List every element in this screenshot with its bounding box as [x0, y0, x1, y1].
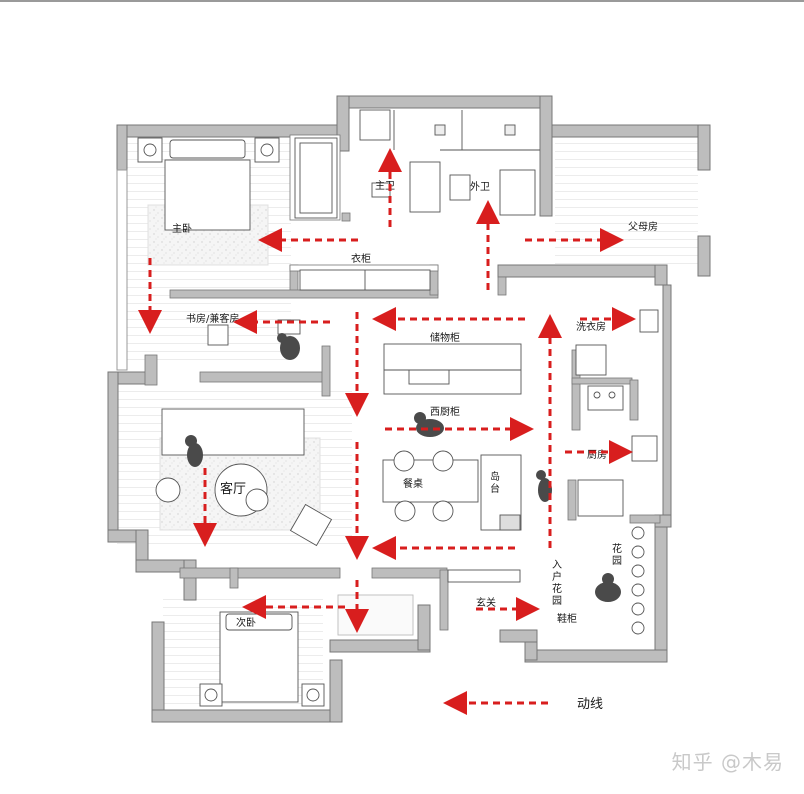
fixtures: [137, 109, 659, 707]
exterior-walls: [107, 95, 711, 723]
label-study: 书房/兼客房: [186, 312, 239, 325]
label-parents-room: 父母房: [628, 220, 658, 233]
label-master-bedroom: 主卧: [172, 222, 192, 235]
label-laundry: 洗衣房: [576, 320, 606, 333]
label-second-bedroom: 次卧: [236, 616, 256, 629]
label-guest-bath: 外卫: [470, 181, 490, 193]
label-shoe-cabinet: 鞋柜: [557, 612, 577, 625]
vertical-labels: 岛台 花园 入户花园: [490, 470, 622, 607]
label-wardrobe: 衣柜: [351, 252, 371, 265]
label-flower-garden: 花园: [612, 542, 622, 567]
watermark: 知乎 @木易: [671, 750, 784, 774]
label-living-room: 客厅: [220, 481, 246, 497]
label-western-kitchen: 西厨柜: [430, 405, 460, 418]
legend: 动线: [443, 691, 603, 715]
label-foyer: 玄关: [476, 596, 496, 609]
label-storage-cabinet: 储物柜: [430, 331, 460, 344]
circulation-routes: [138, 148, 636, 633]
label-island: 岛台: [490, 470, 500, 495]
label-dining-table: 餐桌: [403, 477, 423, 490]
legend-label: 动线: [577, 697, 603, 712]
label-kitchen: 厨房: [587, 448, 607, 461]
top-border-line: [0, 0, 804, 2]
label-master-bath: 主卫: [375, 180, 395, 192]
room-labels: 主卧 主卫 外卫 父母房 衣柜 书房/兼客房 储物柜 洗衣房 西厨柜 客厅 餐桌…: [172, 180, 658, 629]
label-entry-garden: 入户花园: [552, 560, 562, 607]
